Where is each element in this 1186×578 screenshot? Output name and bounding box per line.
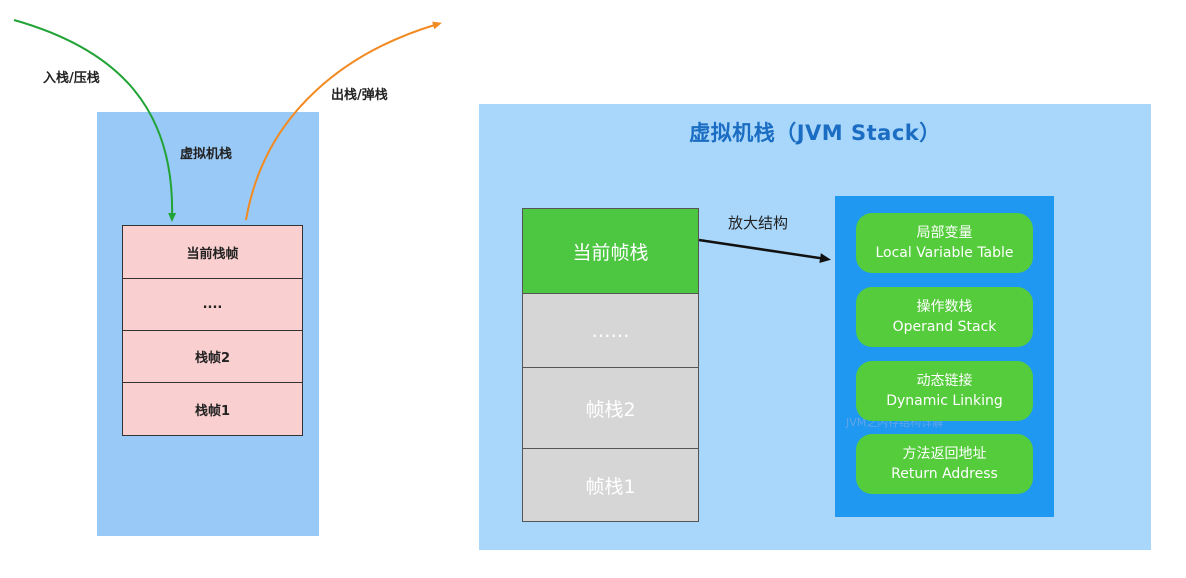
component-dynamic-linking: 动态链接 Dynamic Linking: [856, 361, 1033, 421]
component-en-label: Return Address: [891, 466, 998, 482]
component-zh-label: 方法返回地址: [902, 446, 987, 462]
push-label: 入栈/压栈: [43, 71, 100, 86]
component-en-label: Operand Stack: [892, 319, 997, 335]
component-return-address: 方法返回地址 Return Address: [856, 434, 1033, 494]
left-frame-1: 栈帧1: [122, 382, 303, 436]
left-stack-title: 虚拟机栈: [180, 147, 233, 162]
right-frame-1: 帧栈1: [522, 448, 699, 522]
right-frame-2: 帧栈2: [522, 367, 699, 449]
right-frame-current: 当前帧栈: [522, 208, 699, 294]
component-en-label: Dynamic Linking: [886, 393, 1003, 409]
jvm-stack-title: 虚拟机栈（JVM Stack）: [689, 121, 941, 145]
left-frame-current: 当前栈帧: [122, 225, 303, 279]
component-local-variable-table: 局部变量 Local Variable Table: [856, 213, 1033, 273]
component-en-label: Local Variable Table: [875, 245, 1014, 261]
component-zh-label: 操作数栈: [916, 299, 973, 315]
component-zh-label: 动态链接: [916, 373, 973, 389]
pop-label: 出栈/弹栈: [331, 88, 388, 103]
right-frame-ellipsis: ……: [522, 293, 699, 368]
zoom-arrow: [698, 238, 831, 264]
push-arrow: [13, 19, 177, 222]
left-frame-ellipsis: ....: [122, 278, 303, 331]
pop-arrow: [245, 21, 442, 221]
left-frame-2: 栈帧2: [122, 330, 303, 383]
component-zh-label: 局部变量: [916, 225, 973, 241]
component-operand-stack: 操作数栈 Operand Stack: [856, 287, 1033, 347]
zoom-label: 放大结构: [728, 214, 789, 232]
